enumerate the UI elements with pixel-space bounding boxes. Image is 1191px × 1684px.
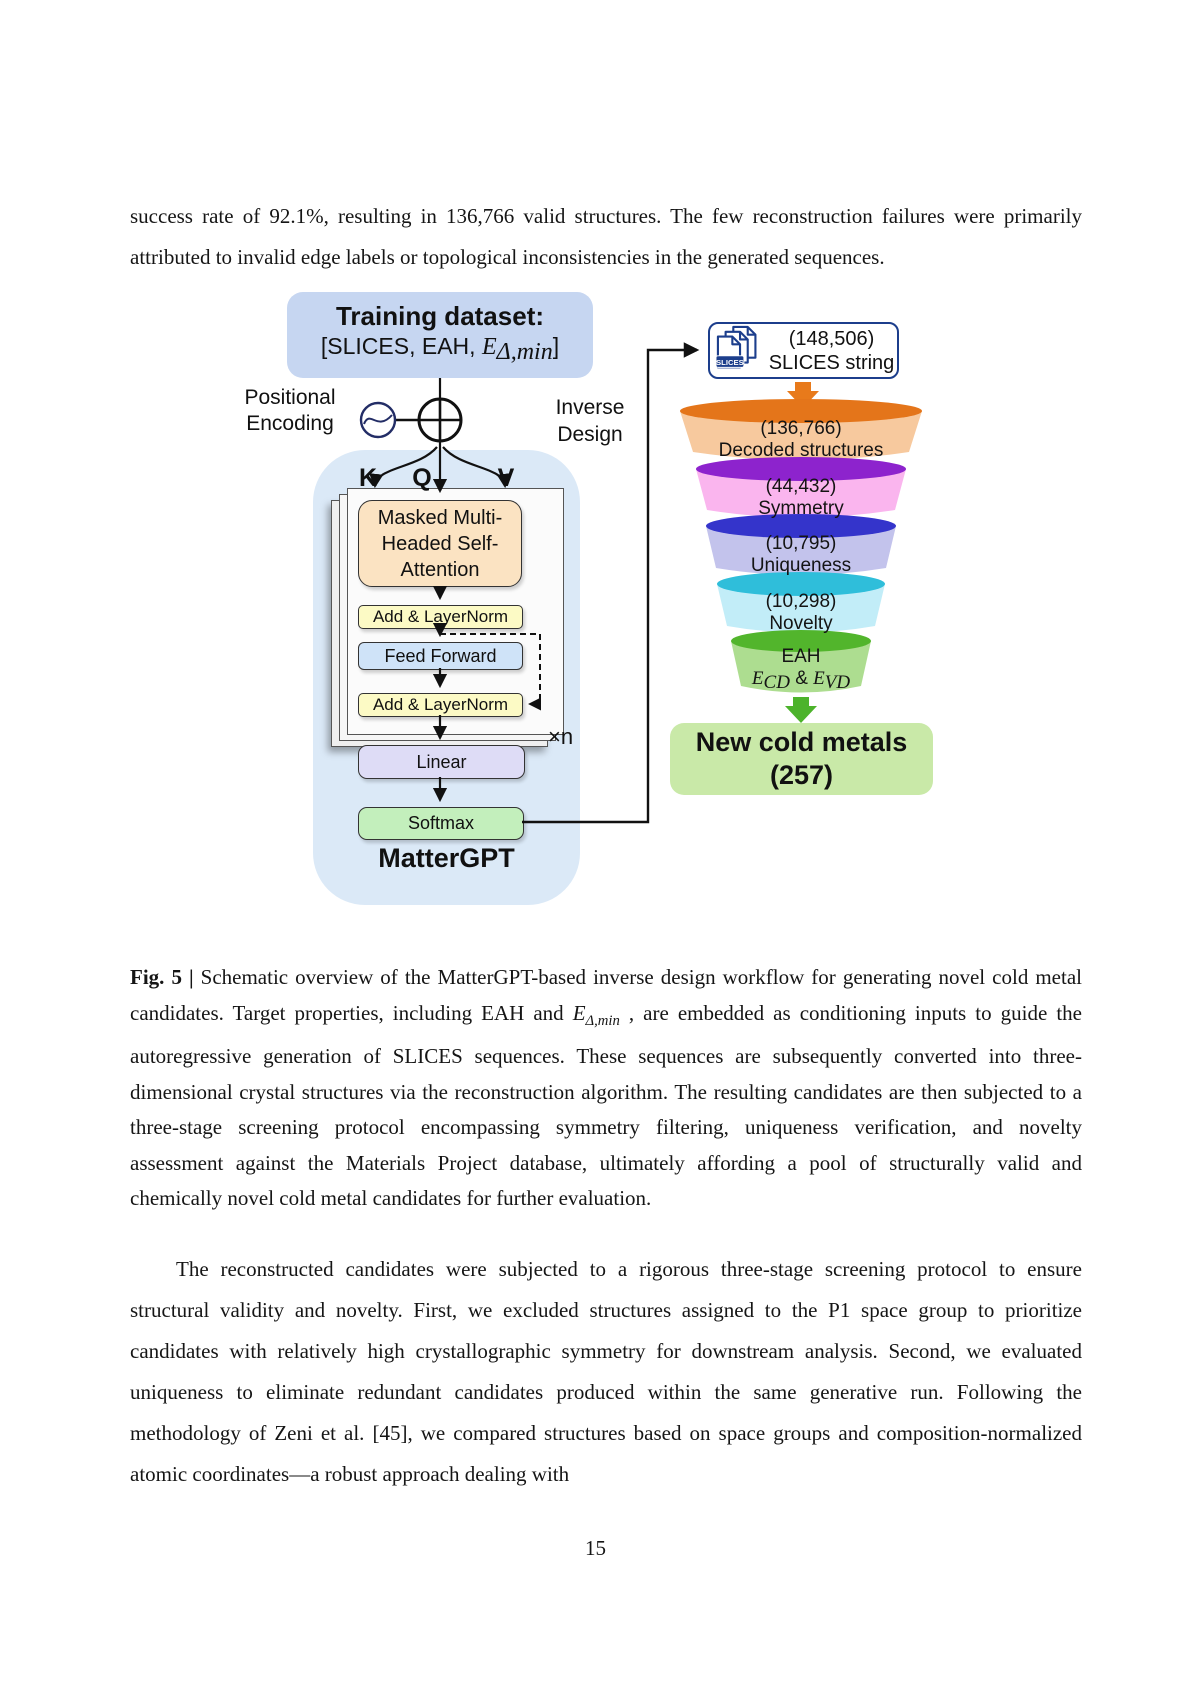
funnel-count-5: EAH [781, 646, 821, 667]
inverse-design-line1: Inverse [555, 396, 625, 419]
caption-part2: , are embedded as conditioning inputs to… [130, 1000, 1082, 1211]
eah-e1: E [751, 667, 764, 689]
figure-caption: Fig. 5 | Schematic overview of the Matte… [130, 960, 1082, 1217]
training-subtitle-suffix: ] [552, 332, 560, 359]
linear-block: Linear [358, 745, 525, 779]
slices-files-icon: SLICES [716, 325, 757, 368]
eah-e2-sub: VD [824, 672, 851, 694]
figure-5-diagram: Training dataset: [SLICES, EAH, EΔ,min] … [0, 282, 1191, 917]
funnel-text-novelty: (10,298) Novelty [717, 591, 885, 634]
inverse-design-label: Inverse Design [543, 394, 637, 448]
new-cold-metals-box: New cold metals (257) [670, 723, 933, 795]
add-layernorm-block-1: Add & LayerNorm [358, 605, 523, 629]
slices-label: SLICES string [768, 351, 895, 374]
training-subtitle-prefix: [SLICES, EAH, [320, 332, 482, 359]
funnel-label-3: Uniqueness [750, 554, 852, 576]
positional-encoding-line1: Positional [244, 386, 336, 409]
key-label: K [358, 464, 378, 492]
inverse-design-line2: Design [557, 423, 623, 446]
eah-e2: E [813, 667, 825, 689]
add-layernorm-block-2: Add & LayerNorm [358, 693, 523, 717]
body-paragraph: The reconstructed candidates were subjec… [130, 1249, 1082, 1495]
funnel-label-1: Decoded structures [718, 439, 884, 461]
training-dataset-box: Training dataset: [SLICES, EAH, EΔ,min] [287, 292, 593, 378]
green-arrow-icon [785, 697, 817, 723]
masked-attention-block: Masked Multi-Headed Self-Attention [358, 500, 522, 587]
caption-math-sub: Δ,min [585, 1012, 620, 1029]
feed-forward-block: Feed Forward [358, 642, 523, 670]
orange-arrow-icon [787, 382, 819, 408]
figure-connectors [359, 342, 922, 824]
funnel-count-3: (10,795) [765, 533, 837, 554]
funnel-count-4: (10,298) [765, 591, 837, 612]
caption-math-e: E [572, 1000, 586, 1025]
mattergpt-label: MatterGPT [378, 843, 515, 873]
training-subtitle-sub: Δ,min [496, 339, 553, 366]
body-paragraph-text: The reconstructed candidates were subjec… [130, 1257, 1082, 1486]
plus-circle-icon [417, 397, 463, 443]
slices-string-box: SLICES (148,506) SLICES string [708, 322, 899, 379]
training-subtitle: [SLICES, EAH, EΔ,min] [321, 332, 559, 370]
page-number: 15 [585, 1536, 606, 1560]
caption-part1: Schematic overview of the MatterGPT-base… [130, 965, 1082, 1025]
training-subtitle-e: E [481, 333, 497, 360]
slices-count: (148,506) [788, 327, 875, 350]
training-title: Training dataset: [335, 300, 545, 331]
funnel-count-1: (136,766) [760, 418, 842, 439]
funnel-text-eah: EAH ECD & EVD [731, 646, 871, 695]
top-paragraph: success rate of 92.1%, resulting in 136,… [130, 196, 1082, 278]
funnel-label-5: ECD & EVD [731, 668, 871, 695]
result-line2: (257) [769, 760, 834, 790]
slices-badge: SLICES [716, 357, 744, 366]
figure-caption-label: Fig. 5 | [130, 965, 194, 989]
repeat-n-label: ×n [548, 724, 574, 749]
funnel-count-2: (44,432) [765, 476, 837, 497]
eah-e1-sub: CD [763, 672, 790, 694]
top-paragraph-text: success rate of 92.1%, resulting in 136,… [130, 204, 1082, 269]
funnel-label-2: Symmetry [758, 497, 844, 519]
result-line1: New cold metals [695, 727, 908, 757]
value-label: V [497, 464, 515, 492]
funnel-text-uniqueness: (10,795) Uniqueness [706, 533, 896, 576]
query-label: Q [412, 464, 432, 492]
positional-encoding-line2: Encoding [246, 412, 334, 435]
softmax-block: Softmax [358, 807, 524, 840]
funnel-text-symmetry: (44,432) Symmetry [696, 476, 906, 519]
slices-box-text: (148,506) SLICES string [766, 327, 897, 375]
funnel-label-4: Novelty [769, 612, 833, 634]
positional-encoding-icon [359, 401, 397, 439]
positional-encoding-label: Positional Encoding [226, 385, 354, 437]
eah-amp: & [789, 667, 814, 689]
funnel-text-decoded: (136,766) Decoded structures [680, 418, 922, 461]
